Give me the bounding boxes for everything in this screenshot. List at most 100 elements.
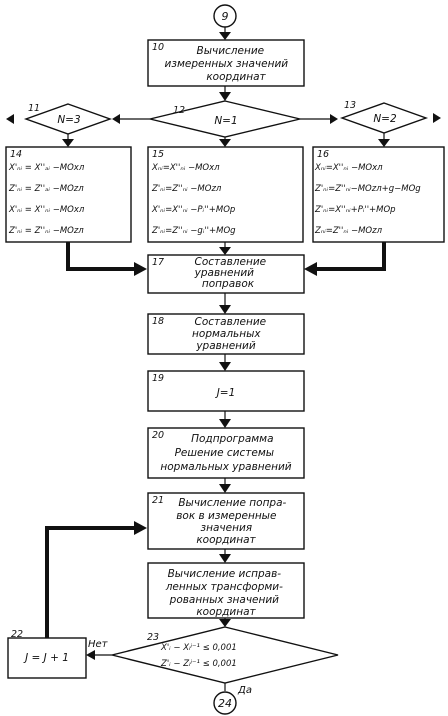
- arrowhead-14-17: [134, 262, 147, 276]
- block-18: 18 Составление нормальных уравнений: [147, 313, 305, 355]
- svg-text:N=1: N=1: [214, 115, 237, 127]
- svg-text:11: 11: [28, 103, 40, 114]
- arrowhead-13-16: [378, 139, 390, 147]
- block-15-eq: Z'ₙᵢ=Z''ₙᵢ −gᵢ''+MOg: [151, 226, 236, 236]
- block-15-eq: X'ₙᵢ=X''ₙᵢ −Pᵢ''+MOp: [151, 205, 235, 215]
- block-14-eq: X'ₙᵢ = X''ₐᵢ −MOxл: [8, 163, 85, 173]
- block-corrected: Вычисление исправ- ленных трансформи- ро…: [147, 562, 305, 619]
- arrowhead-15-17: [219, 247, 231, 255]
- block-14-eq: X'ₙᵢ = X''ₙᵢ −MOxл: [8, 205, 85, 215]
- decision-12: 12 N=1: [149, 100, 301, 138]
- block-corrected-line: Вычисление исправ-: [168, 568, 282, 580]
- block-10-line: координат: [206, 71, 266, 83]
- svg-text:N=2: N=2: [373, 113, 397, 125]
- block-16: 16 Xₙᵢ=X''ₙᵢ −MOxл Z'ₙᵢ=Z''ₙᵢ−MOzл+g−MOg…: [312, 146, 445, 243]
- arrowhead-19-20: [219, 419, 231, 428]
- arrowhead-13-side: [433, 113, 441, 123]
- arrowhead-17-18: [219, 305, 231, 314]
- decision-13: 13 N=2: [339, 100, 429, 134]
- decision-23: 23 X'ᵢ − Xᵢʲ⁻¹ ≤ 0,001 Z'ᵢ − Zᵢʲ⁻¹ ≤ 0,0…: [111, 626, 339, 684]
- block-14-eq: Z'ₙᵢ = Z''ₐᵢ −MOzл: [8, 184, 84, 194]
- svg-text:Подпрограмма Решение сис: Подпрограмма Решение системы нормальных …: [160, 433, 291, 473]
- decision-11: 11 N=3: [23, 103, 113, 135]
- svg-text:Вычисление исправ- ленны: Вычисление исправ- ленных трансформи- ро…: [165, 568, 287, 618]
- block-22: 22 J = J + 1: [7, 629, 87, 679]
- block-15: 15 Xₙᵢ=X''ₙᵢ −MOxл Z'ₙᵢ=Z''ₙᵢ −MOzл X'ₙᵢ…: [147, 146, 304, 243]
- block-corrected-line: координат: [196, 606, 256, 618]
- arrowhead-12-15: [219, 139, 231, 147]
- block-10: 10 Вычисление измеренных значений коорди…: [147, 39, 305, 87]
- svg-text:Вычисление попра- вок в: Вычисление попра- вок в измеренные значе…: [176, 497, 289, 546]
- block-18-line: нормальных: [192, 328, 261, 340]
- block-16-eq: Xₙᵢ=X''ₙᵢ −MOxл: [314, 163, 383, 173]
- block-22-line: J = J + 1: [23, 652, 69, 664]
- svg-text:17: 17: [152, 257, 164, 268]
- arrowhead-22-21: [134, 521, 147, 535]
- block-20-line: Решение системы: [175, 447, 275, 459]
- no-label: Нет: [88, 639, 109, 650]
- arrowhead-16-17: [304, 262, 317, 276]
- block-corrected-line: ленных трансформи-: [165, 581, 283, 593]
- block-17-line: поправок: [202, 278, 255, 290]
- block-15-eq: Xₙᵢ=X''ₙᵢ −MOxл: [151, 163, 220, 173]
- block-16-eq: Z'ₙᵢ=Z''ₙᵢ−MOzл+g−MOg: [314, 184, 421, 194]
- block-19-line: J=1: [215, 387, 236, 399]
- arrowhead-10-12: [219, 92, 231, 101]
- block-14-eq: Z'ₙᵢ = Z''ₙᵢ −MOzл: [8, 226, 84, 236]
- end-connector-label: 24: [218, 697, 232, 710]
- svg-text:Составление нормальных: Составление нормальных уравнений: [192, 316, 269, 352]
- block-20-line: Подпрограмма: [191, 433, 273, 445]
- block-19: 19 J=1: [147, 370, 305, 412]
- arrowhead-12-11: [112, 114, 120, 124]
- arrowhead-9-10: [219, 32, 231, 40]
- svg-text:Вычисление измеренных зн: Вычисление измеренных значений координат: [165, 45, 292, 83]
- svg-text:19: 19: [152, 373, 164, 384]
- block-14: 14 X'ₙᵢ = X''ₐᵢ −MOxл Z'ₙᵢ = Z''ₐᵢ −MOzл…: [5, 146, 132, 243]
- block-16-eq: Zₙᵢ=Z''ₙᵢ −MOzл: [314, 226, 383, 236]
- arrowhead-11-side: [6, 114, 14, 124]
- arrowhead-21-corr: [219, 554, 231, 563]
- block-21-line: координат: [196, 534, 256, 546]
- svg-text:22: 22: [11, 629, 23, 640]
- block-16-eq: Z'ₙᵢ=X''ₙᵢ+Pᵢ''+MOp: [314, 205, 396, 215]
- block-18-line: уравнений: [195, 340, 256, 352]
- block-10-line: Вычисление: [197, 45, 265, 57]
- svg-text:14: 14: [10, 149, 22, 160]
- svg-text:18: 18: [152, 316, 164, 327]
- svg-text:23: 23: [147, 632, 159, 643]
- arrowhead-23-22: [86, 650, 95, 660]
- block-20: 20 Подпрограмма Решение системы нормальн…: [147, 427, 305, 479]
- block-15-eq: Z'ₙᵢ=Z''ₙᵢ −MOzл: [151, 184, 222, 194]
- arrowhead-12-13: [330, 114, 338, 124]
- block-20-line: нормальных уравнений: [160, 461, 291, 473]
- svg-text:21: 21: [152, 495, 164, 506]
- end-connector: [213, 691, 237, 715]
- svg-text:20: 20: [152, 430, 164, 441]
- arrowhead-corr-23: [219, 619, 231, 627]
- block-21-line: вок в измеренные: [176, 510, 276, 522]
- block-17-line: Составление: [195, 256, 267, 268]
- start-connector-label: 9: [222, 10, 229, 23]
- arrowhead-18-19: [219, 362, 231, 371]
- svg-text:N=3: N=3: [57, 114, 80, 126]
- yes-label: Да: [237, 685, 252, 696]
- block-17: 17 Составление уравнений поправок: [147, 254, 305, 294]
- svg-text:Составление уравнений: Составление уравнений поправок: [194, 256, 270, 290]
- edge-14-17: [66, 242, 135, 271]
- svg-text:15: 15: [152, 149, 164, 160]
- decision-23-cond: Z'ᵢ − Zᵢʲ⁻¹ ≤ 0,001: [160, 659, 237, 669]
- block-10-line: измеренных значений: [165, 58, 289, 70]
- svg-text:16: 16: [317, 149, 329, 160]
- arrowhead-11-14: [62, 139, 74, 147]
- block-21-line: Вычисление попра-: [178, 497, 286, 509]
- edge-22-21: [45, 526, 135, 638]
- svg-text:13: 13: [344, 100, 356, 111]
- edge-16-17: [316, 242, 386, 271]
- arrowhead-20-21: [219, 484, 231, 493]
- decision-23-cond: X'ᵢ − Xᵢʲ⁻¹ ≤ 0,001: [160, 643, 237, 653]
- block-corrected-line: рованных значений: [169, 594, 280, 606]
- svg-text:10: 10: [152, 42, 164, 53]
- block-18-line: Составление: [195, 316, 267, 328]
- block-21: 21 Вычисление попра- вок в измеренные зн…: [147, 492, 305, 550]
